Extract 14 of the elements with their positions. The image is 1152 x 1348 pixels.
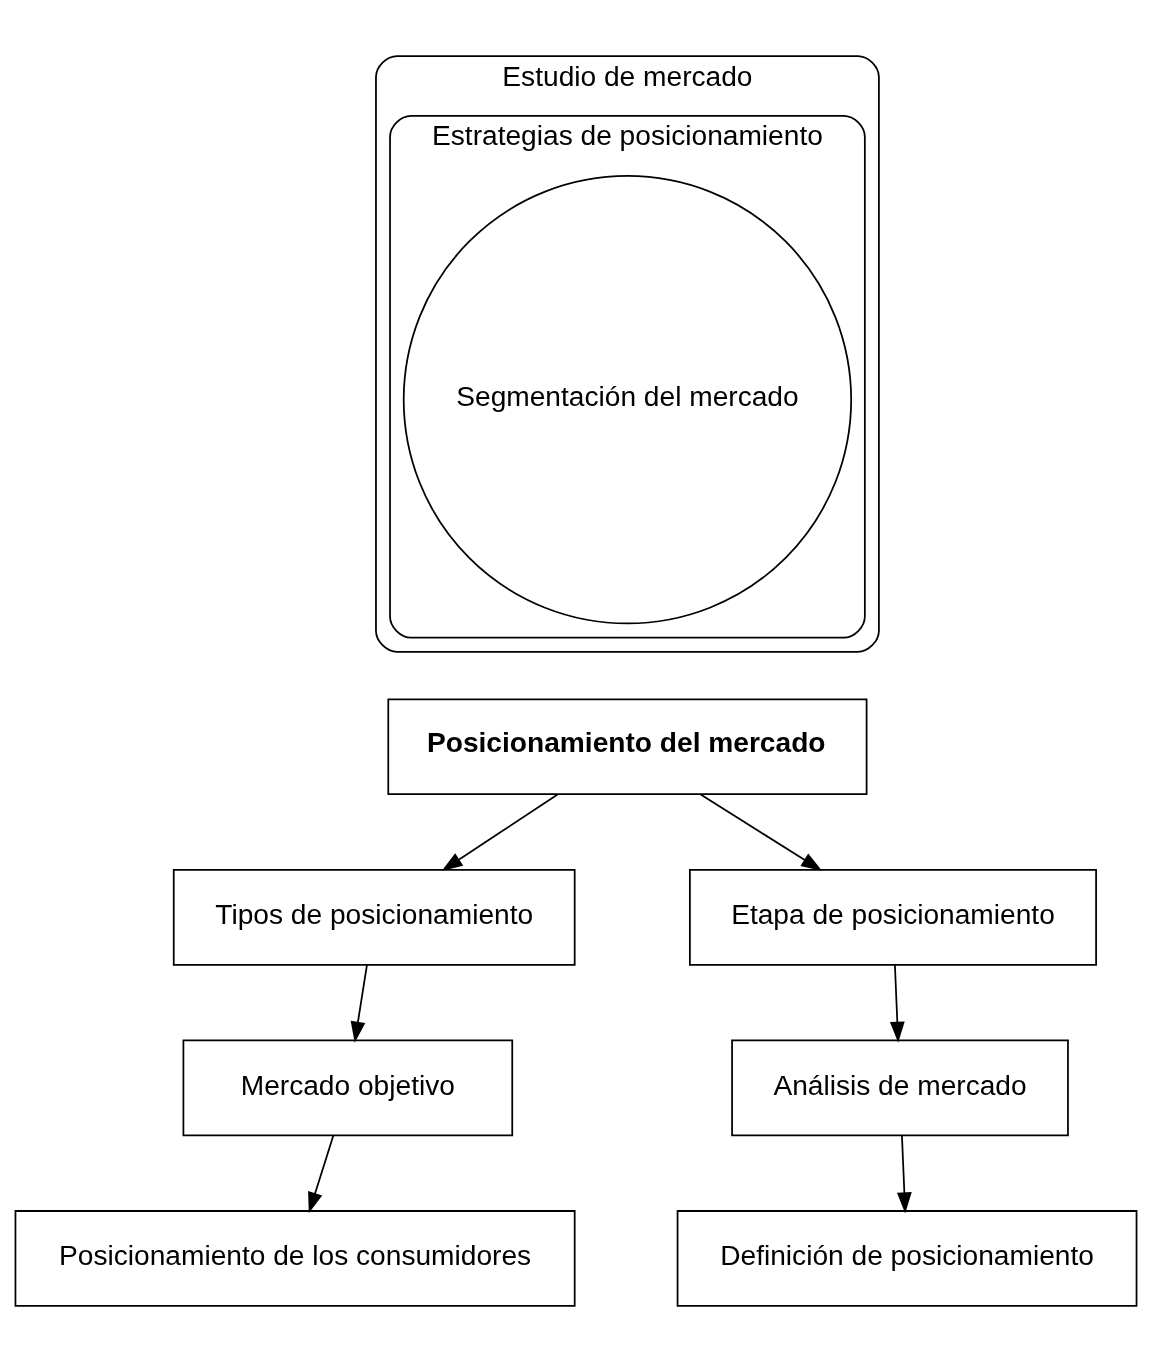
node-box: Análisis de mercado [731,1039,1069,1137]
arrow [889,964,905,1043]
arrow [441,793,559,872]
node-box: Posicionamiento del mercado [387,698,868,796]
node-box: Etapa de posicionamiento [689,868,1097,966]
node-box: Mercado objetivo [182,1039,514,1137]
node-box: Tipos de posicionamiento [172,868,576,966]
arrow [699,793,823,872]
node-box: Definición de posicionamiento [676,1210,1138,1307]
node-circle: Segmentación del mercado [402,175,853,625]
arrow [308,1134,335,1214]
arrow [896,1134,912,1214]
node-box: Posicionamiento de los consumidores [14,1210,576,1307]
arrow [350,964,368,1043]
